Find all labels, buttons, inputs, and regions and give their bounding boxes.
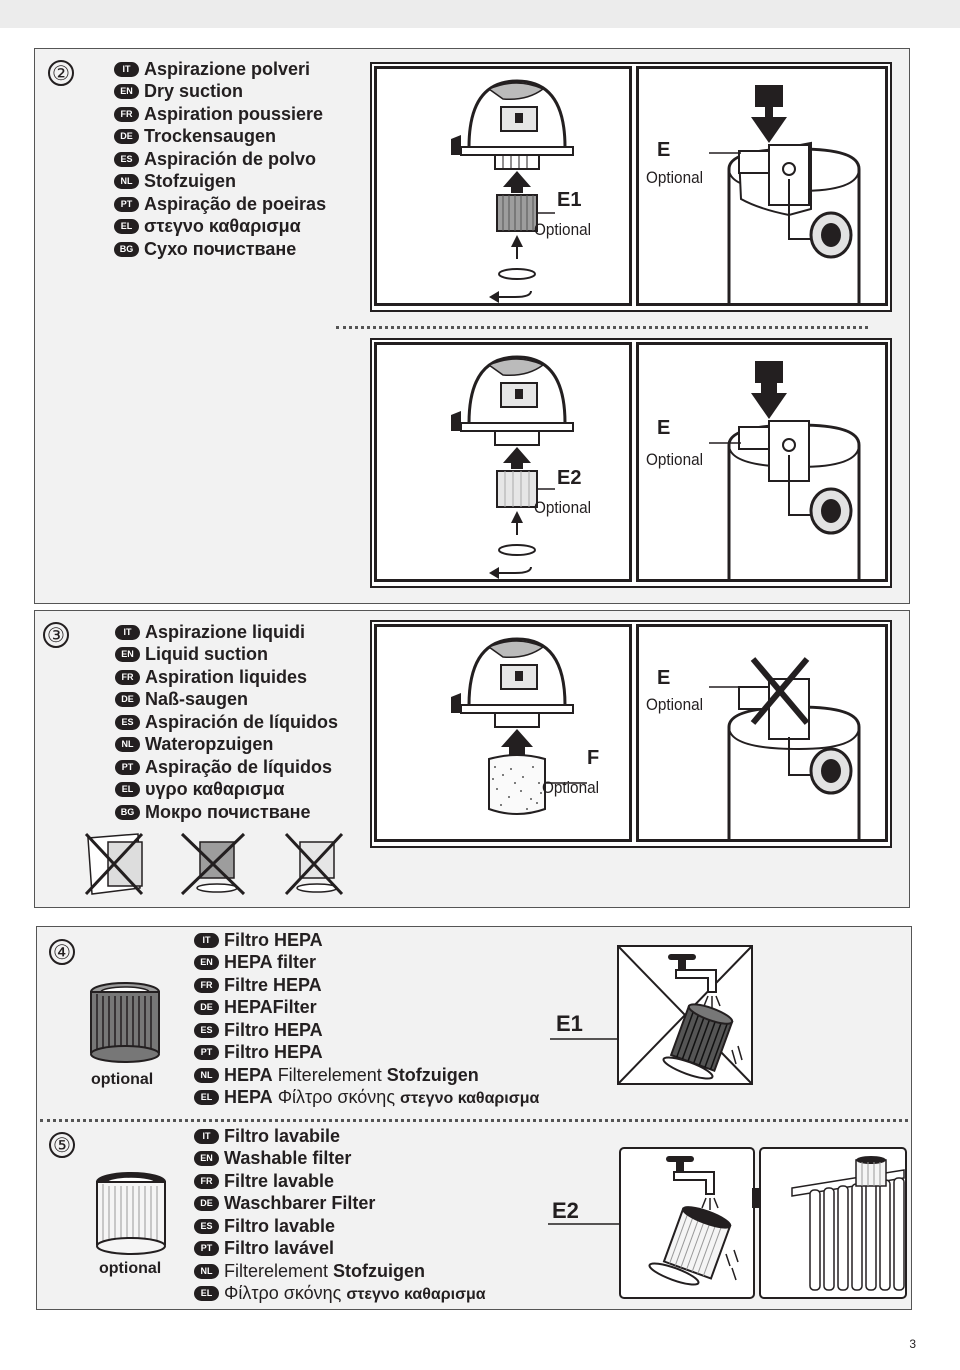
dry-row2-bag-frame: E Optional: [636, 342, 888, 582]
motor-head-f-illustration: [451, 637, 587, 815]
bag-label-e-row2: E: [657, 417, 671, 439]
bag-note-e-row1: Optional: [646, 168, 703, 187]
washable-wash-and-dry-illustration: [548, 1147, 907, 1299]
bag-label-e-row1: E: [657, 139, 671, 161]
dry-row2-filter-frame: E2 Optional: [374, 342, 632, 582]
bag-note-e-row2: Optional: [646, 450, 703, 469]
step-number-3: ③: [43, 622, 69, 648]
bag-crossed-icon: [84, 832, 144, 896]
hepa-filter-image: [90, 982, 160, 1063]
liquid-bag-frame: E Optional: [636, 624, 888, 842]
canister-bag-e-illustration: [709, 85, 861, 303]
bag-note-e-liquid: Optional: [646, 695, 703, 714]
motor-head-e2-illustration: [451, 355, 574, 579]
top-band: [0, 0, 960, 28]
hepa-filter-label-e1: E1: [556, 1011, 583, 1036]
bag-label-e-liquid: E: [657, 667, 671, 689]
hepa-optional-caption: optional: [91, 1071, 154, 1088]
filter-note-e1: Optional: [534, 220, 591, 239]
faucet-icon: [668, 954, 721, 1008]
motor-head-e1-illustration: [451, 79, 574, 303]
washable-filter-label-e2: E2: [552, 1198, 579, 1223]
filter-label-f: F: [587, 747, 600, 769]
filter-note-f: Optional: [542, 778, 599, 797]
filter-label-e1: E1: [557, 189, 582, 211]
washable-filter-crossed-icon: [284, 832, 344, 896]
step-number-5: ⑤: [49, 1132, 75, 1158]
drying-filter-icon: [855, 1156, 887, 1187]
step-number-4: ④: [49, 939, 75, 965]
washable-optional-caption: optional: [99, 1260, 162, 1277]
canister-bag-e-illustration: [709, 361, 861, 579]
cartridge-filter-crossed-icon: [180, 832, 246, 896]
liquid-filter-frame: F Optional: [374, 624, 632, 842]
dry-row1-bag-frame: E Optional: [636, 66, 888, 306]
canister-bag-removed-illustration: [709, 657, 861, 839]
dry-row1-filter-frame: E1 Optional: [374, 66, 632, 306]
section-separator: [40, 1119, 908, 1122]
faucet-icon: [666, 1156, 719, 1210]
filter-note-e2: Optional: [534, 498, 591, 517]
section-separator: [336, 326, 868, 329]
page-number: 3: [909, 1337, 916, 1351]
step-number-2: ②: [48, 60, 74, 86]
washable-filter-image: [96, 1172, 166, 1255]
not-allowed-items: [84, 832, 344, 896]
hepa-no-wash-illustration: [550, 945, 753, 1085]
filter-label-e2: E2: [557, 467, 582, 489]
